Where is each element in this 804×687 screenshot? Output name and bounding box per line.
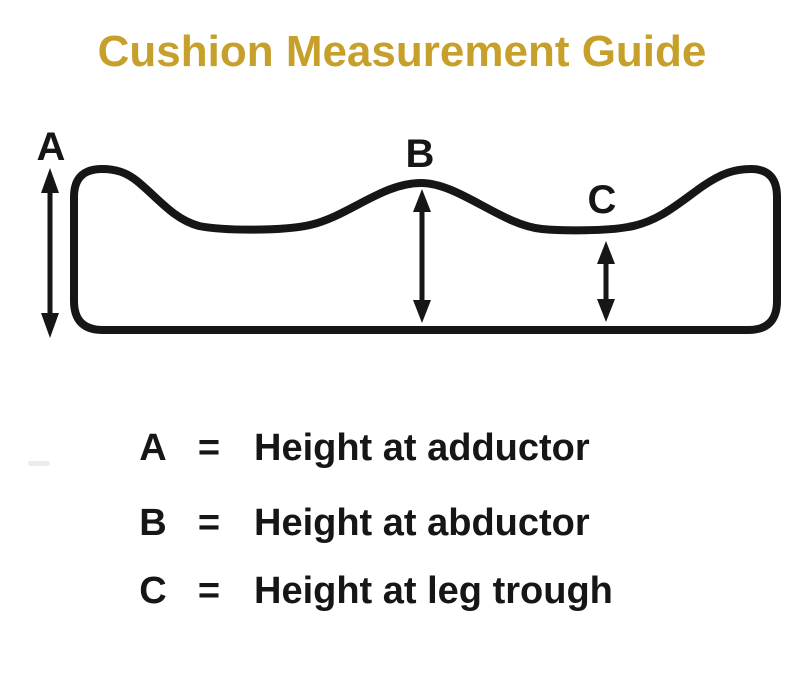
measure-arrow-a (41, 168, 59, 338)
diagram-label-a: A (37, 125, 66, 169)
equals-sign: = (197, 427, 221, 469)
equals-sign: = (197, 570, 221, 612)
diagram-label-b: B (406, 132, 435, 176)
measure-arrow-c (597, 241, 615, 322)
legend-row-b: B = Height at abductor (132, 500, 590, 546)
legend-description-c: Height at leg trough (254, 570, 613, 612)
legend-description-a: Height at adductor (254, 427, 590, 469)
diagram-label-c: C (588, 178, 617, 222)
faint-smudge-artifact (28, 461, 50, 466)
legend-description-b: Height at abductor (254, 502, 590, 544)
legend-letter-b: B (139, 502, 167, 544)
legend-letter-a: A (139, 427, 167, 469)
equals-sign: = (197, 502, 221, 544)
page-title: Cushion Measurement Guide (97, 27, 707, 76)
legend-row-a: A = Height at adductor (132, 425, 590, 471)
cushion-outline (70, 165, 781, 334)
legend-letter-c: C (139, 570, 167, 612)
legend-row-c: C = Height at leg trough (132, 568, 613, 614)
measure-arrow-b (413, 189, 431, 323)
